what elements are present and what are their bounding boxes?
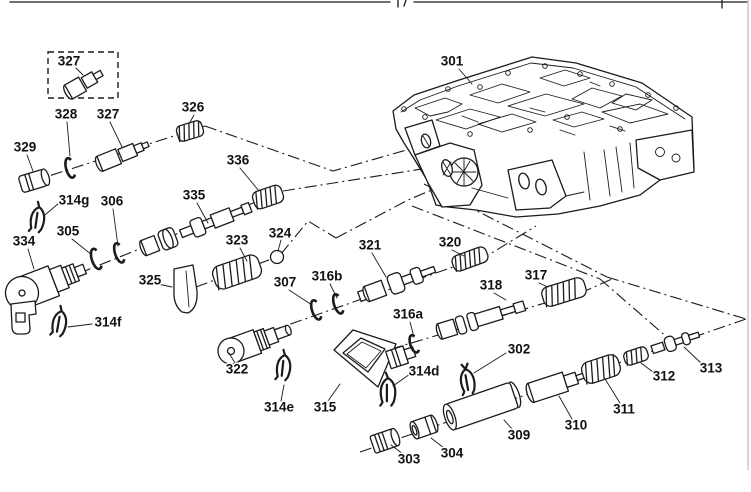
part-label-303-28: 303	[398, 452, 421, 467]
part-314d-clip	[379, 371, 397, 407]
part-label-316b-16: 316b	[312, 269, 343, 284]
part-307-snap-ring	[309, 299, 323, 321]
part-label-328-1: 328	[55, 107, 78, 122]
leader-lines	[26, 67, 702, 455]
part-label-321-17: 321	[359, 238, 382, 253]
part-317-spring	[541, 277, 587, 308]
part-label-317-19: 317	[525, 268, 548, 283]
part-label-302-27: 302	[508, 342, 531, 357]
part-label-314f-22: 314f	[94, 315, 122, 330]
part-label-312-33: 312	[653, 369, 676, 384]
part-label-327-0: 327	[58, 54, 81, 69]
page-borders	[9, 0, 749, 470]
part-label-334-11: 334	[13, 234, 36, 249]
part-label-318-20: 318	[480, 278, 503, 293]
part-329-plug	[18, 168, 51, 193]
part-label-335-7: 335	[183, 188, 206, 203]
part-label-325-14: 325	[139, 273, 162, 288]
part-label-324-13: 324	[269, 226, 292, 241]
part-313-valve	[650, 331, 701, 355]
part-304-sleeve	[409, 414, 439, 440]
part-305-snap-ring	[89, 247, 103, 271]
part-318-valve	[435, 300, 527, 340]
valve-body-bolt-holes	[401, 63, 679, 137]
part-315-solenoid-assembly	[333, 329, 417, 388]
part-314f-clip	[49, 304, 68, 338]
part-label-316a-21: 316a	[393, 307, 424, 322]
part-322-solenoid	[217, 324, 292, 365]
part-label-313-34: 313	[700, 361, 723, 376]
part-316a-snap-ring	[408, 334, 421, 354]
part-314e-clip	[274, 348, 292, 382]
part-label-305-10: 305	[57, 224, 80, 239]
part-label-304-29: 304	[441, 446, 464, 461]
part-324-check-ball	[269, 249, 285, 265]
part-302-clip	[459, 362, 476, 397]
part-label-315-25: 315	[314, 400, 337, 415]
part-label-306-9: 306	[101, 194, 124, 209]
part-310-valve	[525, 371, 586, 404]
part-326-spring	[175, 120, 205, 143]
part-327-inset-valve	[63, 69, 104, 100]
part-327-valve	[94, 141, 150, 172]
part-311-spring	[580, 353, 622, 385]
part-334-bracket	[10, 300, 37, 335]
part-label-314e-24: 314e	[264, 400, 295, 415]
part-335-valve	[139, 201, 253, 257]
part-label-327-2: 327	[97, 107, 120, 122]
part-label-326-3: 326	[182, 100, 205, 115]
part-312-spring	[623, 346, 649, 366]
part-label-329-4: 329	[14, 140, 37, 155]
part-label-307-15: 307	[274, 275, 297, 290]
part-303-plug	[369, 427, 401, 454]
part-labels: 327 328 327 326 329 301 336 335 314g 306 305 334 323…	[11, 52, 724, 468]
part-label-320-18: 320	[439, 235, 462, 250]
part-label-314d-26: 314d	[409, 364, 440, 379]
part-316b-snap-ring	[331, 293, 345, 315]
part-label-301-5: 301	[441, 54, 464, 69]
part-label-322-23: 322	[226, 362, 249, 377]
part-309-bore-plug	[442, 381, 522, 431]
part-label-314g-8: 314g	[59, 193, 90, 208]
part-label-311-32: 311	[613, 402, 635, 417]
valve-body-passages	[414, 69, 669, 136]
part-320-spring	[451, 246, 489, 273]
part-label-309-30: 309	[508, 428, 531, 443]
part-306-snap-ring	[112, 242, 126, 264]
part-321-valve	[357, 265, 437, 303]
part-336-spring	[251, 184, 285, 210]
part-label-310-31: 310	[565, 418, 588, 433]
part-label-336-6: 336	[227, 153, 250, 168]
part-314g-clip	[27, 200, 46, 234]
part-325-keeper-wedge	[173, 264, 198, 314]
part-323-spring	[211, 254, 263, 291]
part-328-washer	[64, 156, 77, 179]
inset-box-327	[47, 51, 119, 100]
part-label-323-12: 323	[226, 233, 249, 248]
part-301-valve-body	[392, 56, 695, 218]
